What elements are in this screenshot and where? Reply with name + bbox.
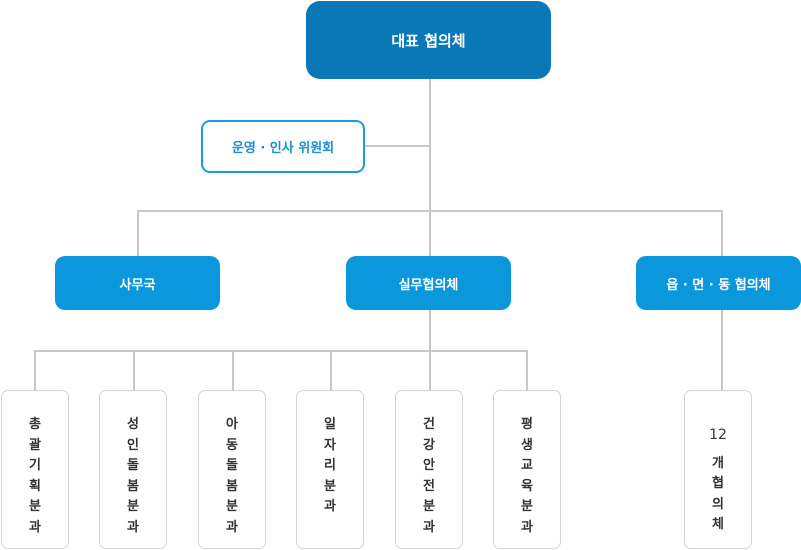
committee-label: 운영 · 인사 위원회 [231,141,335,156]
label-char: 기 [29,458,41,473]
label-char: 괄 [29,437,41,453]
label-char: 과 [324,499,336,514]
label-char: 과 [226,519,238,535]
working-council-node: 실무협의체 [346,256,511,310]
label-char: 협 [712,476,724,491]
secretariat-node: 사무국 [55,256,220,310]
label-char: 분 [521,499,533,514]
label-char: 육 [521,478,533,494]
label-char: 아 [226,417,238,432]
label-char: 리 [324,458,336,473]
label-char: 개 [712,455,724,471]
label-char: 체 [712,517,724,532]
label-char: 전 [423,478,435,494]
committee-node: 운영 · 인사 위원회 [201,120,365,173]
label-char: 성 [127,417,139,432]
label-char: 봄 [127,478,139,494]
label-char: 총 [29,417,41,432]
local-councils-count: 12 [709,426,727,443]
label-char: 분 [226,499,238,514]
label-char: 분 [324,478,336,494]
label-char: 생 [521,437,533,453]
label-char: 과 [423,519,435,535]
label-char: 강 [423,437,435,453]
label-char: 과 [127,519,139,535]
working-council-label: 실무협의체 [398,277,459,293]
label-char: 교 [521,458,533,473]
label-char: 건 [423,417,435,432]
secretariat-label: 사무국 [119,277,156,293]
label-char: 동 [226,437,238,453]
label-char: 일 [324,417,336,432]
label-char: 돌 [226,458,238,473]
label-char: 과 [29,519,41,535]
label-char: 과 [521,519,533,535]
top-council-label: 대표 협의체 [391,31,466,50]
label-char: 분 [127,499,139,514]
label-char: 안 [423,458,435,473]
label-char: 의 [712,496,724,512]
label-char: 인 [127,437,139,453]
label-char: 자 [324,437,336,453]
label-char: 분 [423,499,435,514]
label-char: 봄 [226,478,238,494]
local-council-node: 읍 · 면 · 동 협의체 [636,256,801,310]
label-char: 평 [521,417,533,432]
label-char: 돌 [127,458,139,473]
label-char: 획 [29,478,41,494]
local-council-label: 읍 · 면 · 동 협의체 [666,277,771,293]
label-char: 분 [29,499,41,514]
top-council-node: 대표 협의체 [306,1,551,79]
